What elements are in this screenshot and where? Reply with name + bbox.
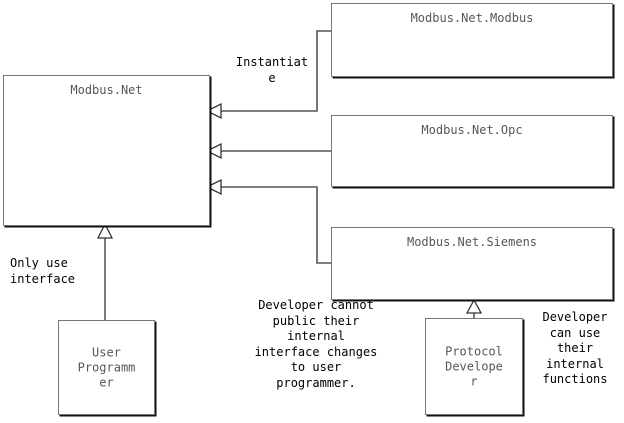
box-modbus-net-opc-label: Modbus.Net.Opc xyxy=(421,123,523,137)
box-modbus-net[interactable]: Modbus.Net xyxy=(3,75,210,226)
box-user-programmer-label: User Programm er xyxy=(77,345,136,389)
developer-cannot-public-note: Developer cannot public their internal i… xyxy=(254,298,378,390)
box-modbus-net-siemens[interactable]: Modbus.Net.Siemens xyxy=(331,227,613,300)
instantiate-label: Instantiat e xyxy=(235,55,309,85)
connector-siemens-path xyxy=(210,186,331,264)
box-modbus-net-modbus-label: Modbus.Net.Modbus xyxy=(410,11,534,25)
box-modbus-net-modbus[interactable]: Modbus.Net.Modbus xyxy=(331,3,613,77)
arrowhead-user-programmer-icon xyxy=(96,222,114,239)
developer-can-use-note: Developer can use their internal functio… xyxy=(542,310,608,386)
box-user-programmer[interactable]: User Programm er xyxy=(58,320,155,415)
box-protocol-developer-label: Protocol Develope r xyxy=(445,344,503,388)
box-protocol-developer[interactable]: Protocol Develope r xyxy=(425,318,523,415)
box-modbus-net-opc[interactable]: Modbus.Net.Opc xyxy=(331,115,613,187)
box-modbus-net-siemens-label: Modbus.Net.Siemens xyxy=(406,235,538,249)
arrowhead-protocol-developer-icon xyxy=(465,298,483,314)
box-modbus-net-label: Modbus.Net xyxy=(70,83,143,97)
only-use-interface-note: Only use interface xyxy=(10,256,76,286)
